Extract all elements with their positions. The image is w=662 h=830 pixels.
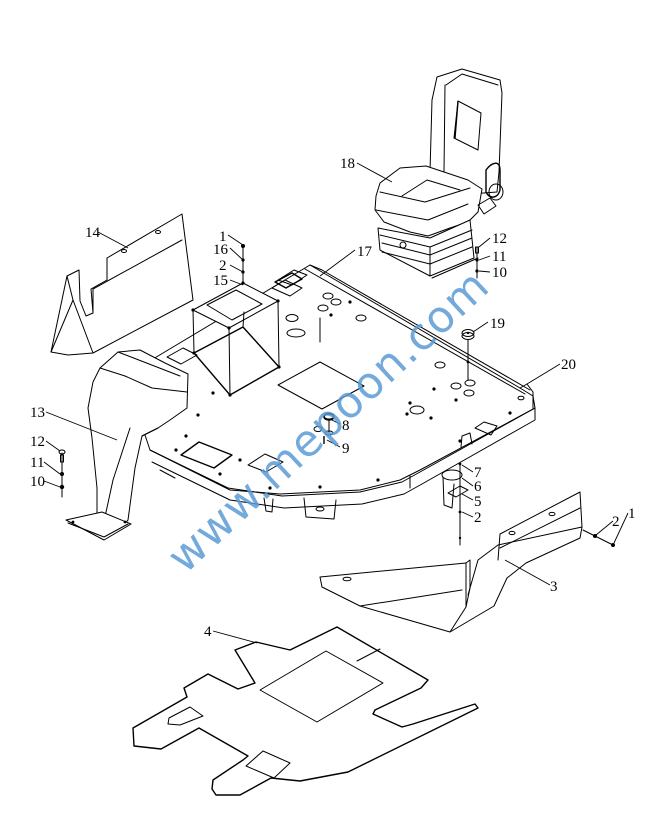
callout-6: 6 — [474, 479, 482, 495]
seat-base-plate-part-17 — [271, 269, 308, 297]
callout-12-seat: 12 — [492, 231, 507, 247]
grommet-part-19 — [461, 329, 475, 381]
left-side-cover-part-14 — [50, 213, 194, 356]
callout-11-seat: 11 — [492, 249, 506, 265]
control-pedestal-part-13 — [58, 349, 189, 541]
callout-2-box-washer: 2 — [219, 258, 227, 274]
operator-seat-part-18 — [319, 68, 504, 343]
callout-8: 8 — [342, 418, 350, 434]
callout-13: 13 — [30, 405, 45, 421]
callout-2-bracket: 2 — [474, 510, 482, 526]
callout-leaders — [43, 162, 629, 644]
callout-19: 19 — [490, 316, 505, 332]
callout-labels: 1 16 2 15 14 13 12 11 10 17 18 12 11 10 … — [30, 156, 636, 640]
callout-3: 3 — [550, 579, 558, 595]
callout-10-pedestal: 10 — [30, 474, 45, 490]
callout-4: 4 — [204, 624, 212, 640]
floor-mat-part-4 — [132, 626, 479, 796]
callout-16: 16 — [213, 242, 229, 258]
callout-12-pedestal: 12 — [30, 434, 45, 450]
right-side-cover-part-3 — [319, 491, 583, 633]
frame-bolt-holes — [174, 300, 512, 490]
callout-15: 15 — [213, 273, 228, 289]
callout-2-cover: 2 — [612, 514, 620, 530]
callout-5: 5 — [474, 494, 482, 510]
callout-1-box-bolt: 1 — [219, 229, 227, 245]
callout-17: 17 — [357, 244, 373, 260]
callout-18: 18 — [340, 156, 355, 172]
callout-11-pedestal: 11 — [30, 455, 44, 471]
cover-fasteners — [582, 529, 615, 547]
callout-1-cover: 1 — [628, 506, 636, 522]
callout-7: 7 — [474, 465, 482, 481]
plug-clip-parts-8-9 — [323, 413, 335, 444]
callout-10-seat: 10 — [492, 265, 507, 281]
callout-9: 9 — [342, 441, 350, 457]
damper-bracket-parts-5-6-7 — [441, 462, 469, 546]
compartment-box-part-15 — [191, 244, 281, 397]
callout-14: 14 — [85, 225, 101, 241]
callout-20: 20 — [561, 357, 576, 373]
